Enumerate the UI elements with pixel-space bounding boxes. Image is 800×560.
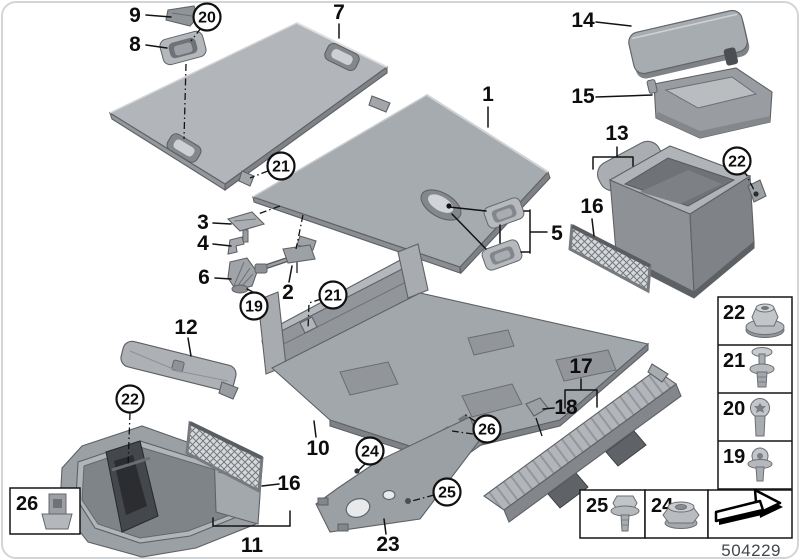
trim-panel-12 [120,340,239,400]
sill-trim-17 [483,363,682,523]
svg-text:21: 21 [272,159,290,176]
callout-6[interactable]: 6 [198,266,210,289]
circled-callout-25[interactable]: 25 [432,477,462,507]
legend-box-22[interactable]: 22 [723,302,785,338]
svg-text:19: 19 [245,299,263,316]
svg-text:22: 22 [121,392,139,409]
callout-16-right[interactable]: 16 [580,195,603,218]
svg-text:25: 25 [586,495,608,517]
svg-text:22: 22 [723,302,745,324]
circled-callout-21-top[interactable]: 21 [266,151,296,181]
svg-text:22: 22 [728,154,746,171]
panel-7-side-tab [368,95,391,113]
torx-pan-head-screw-icon [750,398,770,437]
callout-23[interactable]: 23 [376,533,399,556]
clip-4 [227,236,245,255]
circled-callout-22-left[interactable]: 22 [115,384,145,414]
callout-18[interactable]: 18 [554,396,578,419]
callout-5[interactable]: 5 [551,222,563,245]
panel-1-tab [296,235,317,251]
parts-artwork [59,5,773,558]
callout-8[interactable]: 8 [129,33,141,56]
hex-flange-nut-icon [662,501,700,529]
legend-box-26[interactable]: 26 [9,487,81,535]
callout-7[interactable]: 7 [333,1,345,24]
legend-box-arrow[interactable] [707,488,793,539]
legend-box-19[interactable]: 19 [723,446,773,482]
callout-10[interactable]: 10 [306,437,329,460]
panel-7-handle-slot-2 [166,133,202,163]
leader-lines [127,14,756,535]
tray-15 [646,67,773,139]
callout-17[interactable]: 17 [569,355,592,378]
callout-14[interactable]: 14 [571,9,595,32]
svg-text:20: 20 [723,398,745,420]
storage-bin-11 [59,425,263,558]
rod-2 [254,244,316,274]
svg-text:24: 24 [361,444,379,461]
net-16-right [568,223,652,294]
callout-9[interactable]: 9 [129,4,141,27]
handle-cups-5 [481,197,525,271]
callout-11[interactable]: 11 [241,534,264,557]
drawing-number: 504229 [721,541,781,560]
net-16-left [185,420,264,494]
panel-7-tab [238,170,255,187]
rear-trim-panel-10 [257,243,650,459]
svg-text:21: 21 [723,350,745,372]
callout-1[interactable]: 1 [482,83,494,106]
bracket-3 [226,211,266,243]
torx-washer-screw-icon [747,447,773,482]
direction-of-travel-arrow-icon [714,488,783,525]
expansion-rivet-icon [749,347,775,388]
box-13-tab [747,179,767,203]
side-trim-13 [596,140,767,299]
callout-12[interactable]: 12 [174,316,197,339]
legend-box-24[interactable]: 24 [644,489,709,539]
circled-callout-19[interactable]: 19 [239,291,269,321]
svg-text:21: 21 [324,288,342,305]
svg-text:26: 26 [478,422,496,439]
callout-3[interactable]: 3 [197,211,209,234]
svg-text:20: 20 [198,10,216,27]
panel-7-handle-slot [324,42,360,72]
plastic-clip-nut-icon [41,493,73,530]
callout-15[interactable]: 15 [571,85,595,108]
circled-callout-20[interactable]: 20 [192,2,222,32]
lid-14 [628,9,750,79]
callout-13[interactable]: 13 [605,122,628,145]
panel-1-handle-recess [420,189,462,221]
hook-bracket-6 [227,257,258,294]
jack-tool [105,440,159,533]
legend-box-25[interactable]: 25 [579,489,646,539]
load-floor-panel-7 [108,22,391,192]
hex-washer-screw-icon [610,495,640,532]
fastener-legend: 26 22 21 [9,296,793,539]
callout-2[interactable]: 2 [282,281,294,304]
svg-text:25: 25 [438,485,456,502]
svg-text:19: 19 [723,446,745,468]
svg-text:26: 26 [16,493,38,515]
circled-callout-21-mid[interactable]: 21 [318,280,348,310]
handle-cup-8 [159,30,207,66]
circled-callout-22-right[interactable]: 22 [722,146,752,176]
flanged-plastic-nut-icon [745,303,785,338]
circled-callout-24[interactable]: 24 [355,436,385,466]
callout-16-left[interactable]: 16 [277,472,300,495]
legend-box-21[interactable]: 21 [723,347,775,388]
legend-box-20[interactable]: 20 [723,398,770,437]
callout-4[interactable]: 4 [197,232,209,255]
circled-callout-26[interactable]: 26 [472,414,502,444]
callout-labels: 9 8 7 14 15 1 13 16 5 3 4 6 2 12 10 16 1… [115,1,752,557]
